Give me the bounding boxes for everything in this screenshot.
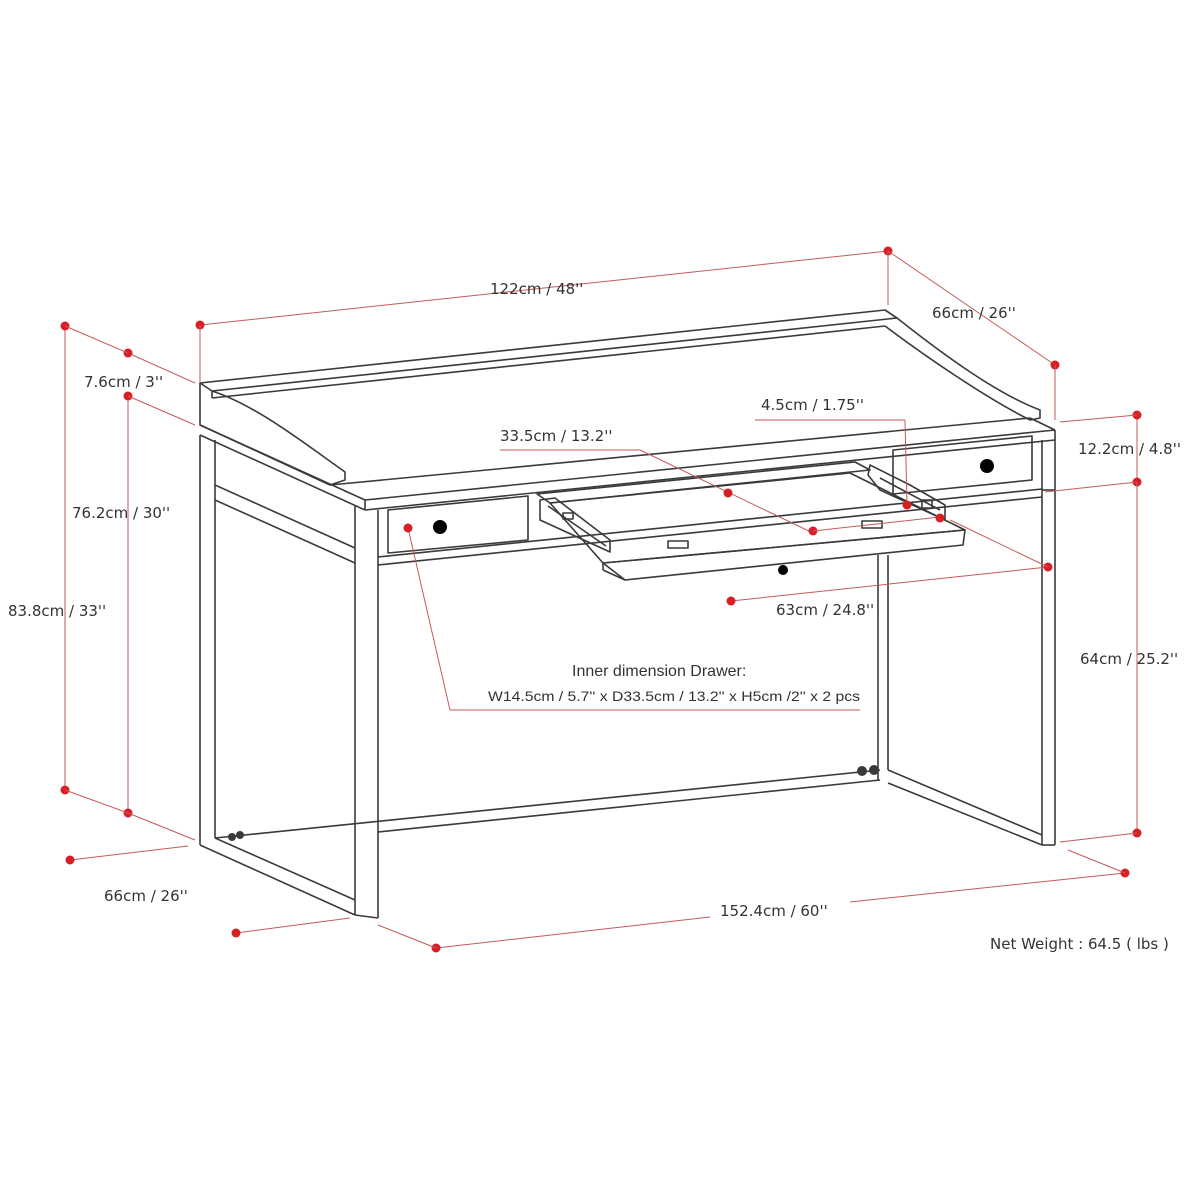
slide-bracket-left [562, 512, 574, 520]
label-base-width: 152.4cm / 60'' [720, 902, 828, 920]
dimension-lines [60, 246, 1142, 953]
dimline-base-width-b [849, 872, 1126, 903]
glide-right-1 [857, 766, 867, 776]
dimline-top-width [199, 250, 889, 326]
hutch-left-side [199, 383, 346, 486]
hutch-right-side [884, 309, 1041, 421]
left-drawer-knob-inner [437, 524, 443, 530]
left-side-stretcher-top-b [214, 499, 356, 564]
ext-base-width-right [1067, 849, 1126, 874]
ext-apron-bottom [1044, 481, 1138, 493]
ext-tray-width-right [949, 519, 1049, 568]
left-drawer [387, 495, 529, 554]
glide-right-2 [869, 765, 879, 775]
right-drawer-knob-inner [984, 463, 990, 469]
keyboard-tray-front [602, 529, 966, 581]
label-apron-height: 12.2cm / 4.8'' [1078, 440, 1181, 458]
glide-left-2 [236, 831, 244, 839]
hutch-back-rail-bottom [211, 325, 886, 399]
label-base-depth: 66cm / 26'' [104, 887, 188, 905]
base-stretcher-b [377, 779, 881, 833]
ext-apron-top [1059, 414, 1138, 423]
label-top-depth: 66cm / 26'' [932, 304, 1016, 322]
left-base-frame-a [199, 844, 356, 916]
desk-drawing [199, 309, 1056, 919]
ext-base-width-left [377, 924, 437, 949]
tray-opening [536, 461, 871, 504]
tray-knob [778, 565, 788, 575]
left-base-frame-b [214, 837, 356, 901]
ext-desk-height-top [127, 395, 196, 426]
tray-slide-right [867, 464, 946, 521]
dimline-base-depth-a [69, 845, 189, 861]
base-stretcher-a [214, 769, 881, 839]
dimline-base-width-a [435, 916, 711, 949]
dot-tray-depth-mid [723, 488, 733, 498]
hutch-back-rail [199, 309, 898, 392]
dimline-base-depth-c [235, 917, 351, 934]
desktop-left-edge [199, 424, 366, 501]
ext-knee-bottom [1059, 832, 1138, 843]
dimline-tray-depth-ext [812, 516, 941, 532]
dot-tray-width-left [726, 596, 736, 606]
dimline-top-depth [887, 250, 1056, 366]
label-net-weight: Net Weight : 64.5 ( lbs ) [990, 935, 1169, 953]
label-total-height: 83.8cm / 33'' [8, 602, 106, 620]
tray-clip-2 [861, 520, 883, 529]
ext-total-height-bottom [64, 789, 129, 814]
dimension-labels: 122cm / 48'' 66cm / 26'' 7.6cm / 3'' 76.… [8, 280, 1181, 953]
left-side-stretcher-top-a [214, 484, 356, 549]
dot-tray-depth-right [935, 513, 945, 523]
dot-base-depth-right [231, 928, 241, 938]
label-tray-thickness: 4.5cm / 1.75'' [761, 396, 864, 414]
label-desk-height: 76.2cm / 30'' [72, 504, 170, 522]
ext-total-height-top [64, 325, 129, 354]
label-drawer-detail: W14.5cm / 5.7'' x D33.5cm / 13.2'' x H5c… [488, 688, 860, 704]
dot-tray-thickness [902, 500, 912, 510]
tray-slide-left-rail [547, 505, 607, 547]
label-knee-height: 64cm / 25.2'' [1080, 650, 1178, 668]
right-base-frame-b [887, 782, 1043, 846]
label-top-width: 122cm / 48'' [490, 280, 583, 298]
tray-slide-left [539, 497, 611, 553]
apron-bottom [377, 496, 1043, 566]
desktop-front-bottom-edge [364, 439, 1056, 511]
glide-left-1 [228, 833, 236, 841]
label-tray-width: 63cm / 24.8'' [776, 601, 874, 619]
desktop-left-bottom [199, 434, 366, 511]
right-base-frame-a [887, 769, 1043, 836]
desktop-back-edge [329, 417, 1031, 486]
dot-drawer [403, 523, 413, 533]
tray-front-left-bottom [602, 569, 626, 581]
dimline-tray-width [730, 566, 1049, 602]
label-hutch-height: 7.6cm / 3'' [84, 373, 163, 391]
label-drawer-title: Inner dimension Drawer: [572, 663, 746, 680]
dimline-hutch-height [127, 352, 196, 384]
ext-desk-height-bottom [127, 812, 196, 841]
label-tray-depth: 33.5cm / 13.2'' [500, 427, 613, 445]
desktop-right-edge [1029, 417, 1056, 431]
leader-drawer [407, 527, 451, 711]
right-drawer [892, 435, 1033, 495]
tray-slide-right-rail [879, 477, 941, 511]
leg-front-left-foot [354, 914, 379, 919]
tray-clip-1 [667, 540, 689, 549]
leader-tray-thickness [904, 419, 908, 506]
desktop-front-top-edge [364, 429, 1056, 501]
dot-base-depth-left [65, 855, 75, 865]
slide-bracket-right [921, 499, 933, 509]
